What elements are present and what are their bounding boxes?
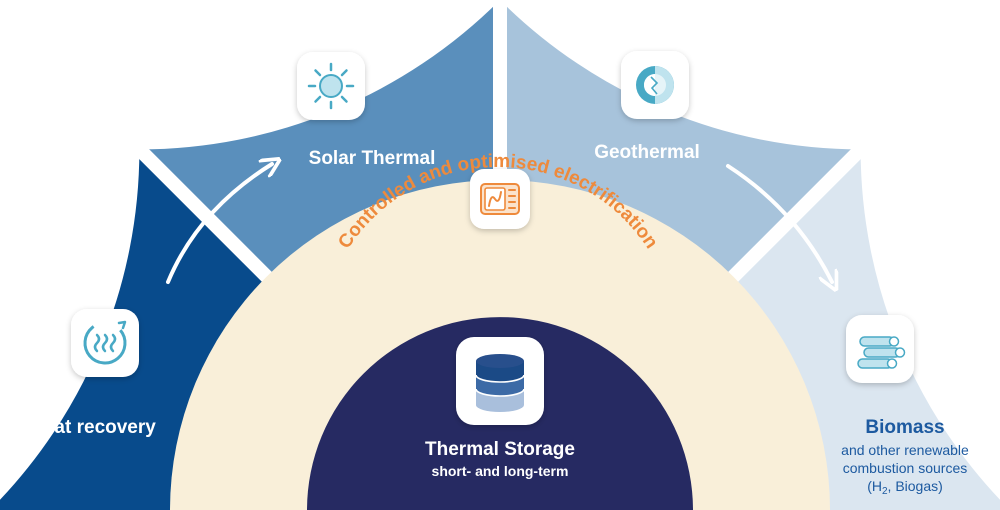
electrification-panel-icon (470, 169, 530, 229)
biomass-note: (H2, Biogas) (867, 478, 943, 497)
globe-core-icon (621, 51, 689, 119)
center-subtitle: short- and long-term (432, 463, 569, 479)
sector-dividers (130, 0, 870, 284)
heat-waves-icon (71, 309, 139, 377)
center-title: Thermal Storage (425, 439, 575, 460)
sector-label-heat-recovery: Heat recovery (30, 417, 156, 438)
biomass-sub-line-1: and other renewable (841, 442, 969, 458)
arrow-to-solar (166, 164, 272, 284)
sector-divider-line (130, 140, 274, 284)
biomass-sub-line-2: combustion sources (843, 460, 968, 476)
sector-label-biomass: Biomass (865, 417, 944, 438)
storage-tank-icon (456, 337, 544, 425)
arrow-to-biomass (726, 164, 832, 282)
sun-icon (297, 52, 365, 120)
sector-divider-line (726, 140, 870, 284)
sector-label-solar-thermal: Solar Thermal (309, 148, 436, 169)
logs-icon (846, 315, 914, 383)
sector-label-geothermal: Geothermal (594, 142, 700, 163)
